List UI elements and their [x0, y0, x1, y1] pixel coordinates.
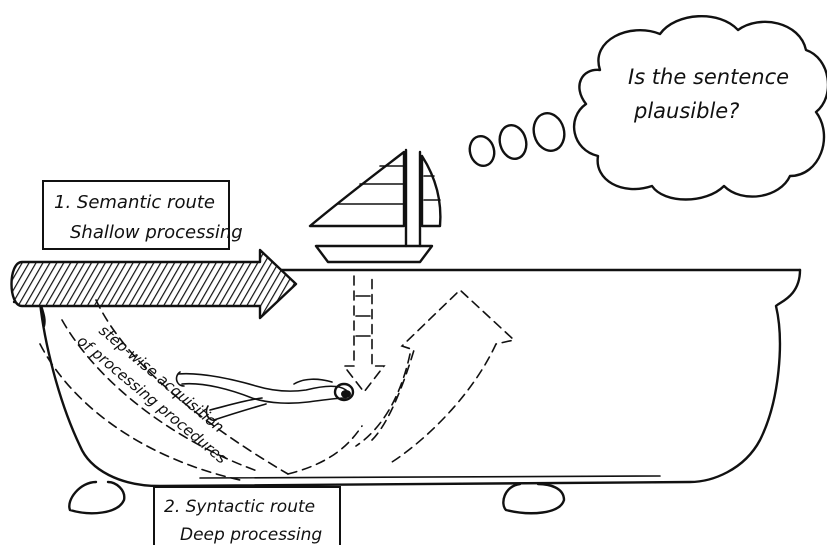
syntactic-route-line1: 2. Syntactic route	[164, 497, 315, 517]
acquisition-dashed-curves	[40, 300, 362, 480]
stepwise-text-line2: of processing procedures	[74, 332, 231, 468]
vertical-dashed-arrow	[344, 276, 384, 392]
upward-dashed-arrow	[356, 290, 514, 462]
syntactic-route-label: 2. Syntactic route Deep processing	[154, 487, 340, 545]
thought-cloud: Is the sentence plausible?	[574, 16, 827, 199]
semantic-route-line2: Shallow processing	[70, 222, 243, 243]
tub-foot-left-icon	[69, 482, 124, 513]
stepwise-acquisition-label: step-wise acquisition of processing proc…	[74, 315, 245, 468]
semantic-route-arrow	[12, 250, 297, 318]
thought-bubbles	[467, 110, 569, 169]
semantic-route-label: 1. Semantic route Shallow processing	[43, 181, 243, 249]
thought-text-line2: plausible?	[633, 99, 739, 123]
semantic-route-line1: 1. Semantic route	[54, 192, 215, 213]
sailboat-icon	[310, 150, 440, 262]
thought-text-line1: Is the sentence	[628, 65, 789, 89]
tub-foot-right-icon	[503, 484, 564, 513]
syntactic-route-line2: Deep processing	[180, 525, 322, 545]
